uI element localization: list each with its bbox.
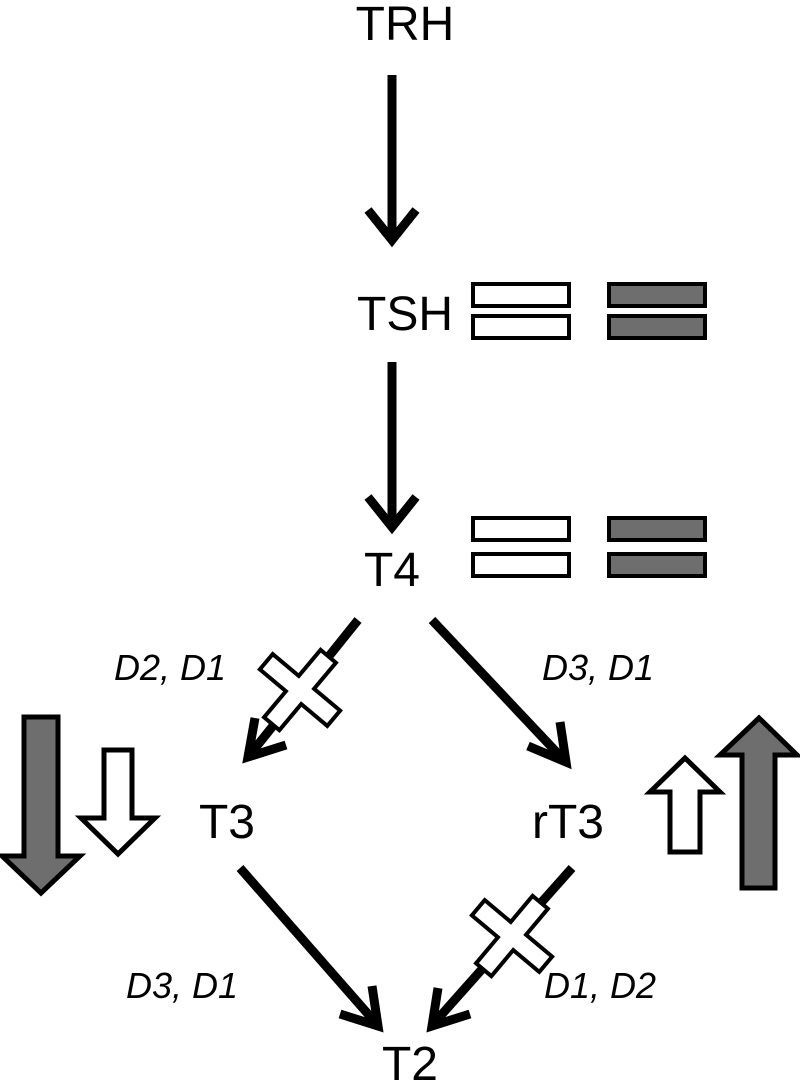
t3-open-down-arrow-icon	[74, 747, 162, 858]
node-trh: TRH	[356, 0, 455, 51]
node-tsh: TSH	[357, 288, 453, 341]
node-t2: T2	[382, 1038, 438, 1087]
arrow-t4-to-rt3	[428, 616, 572, 770]
node-t4: T4	[364, 544, 420, 597]
arrow-trh-to-tsh	[364, 75, 420, 248]
t3-filled-down-arrow-icon	[0, 714, 87, 897]
node-rt3: rT3	[532, 796, 604, 849]
node-t3: T3	[199, 796, 255, 849]
enzyme-label-rt3-t2: D1, D2	[544, 965, 656, 1006]
arrow-t3-to-t2	[236, 865, 384, 1033]
rt3-t2-block-cross-icon	[469, 893, 555, 979]
arrow-tsh-to-t4	[364, 362, 420, 535]
enzyme-label-t4-t3: D2, D1	[114, 647, 226, 688]
rt3-filled-up-arrow-icon	[713, 714, 800, 891]
tsh-open-equals-icon	[471, 282, 571, 340]
enzyme-label-t3-t2: D3, D1	[126, 965, 238, 1006]
t4-open-equals-icon	[471, 516, 571, 578]
tsh-filled-equals-icon	[607, 282, 707, 340]
t4-t3-block-cross-icon	[257, 647, 343, 733]
t4-filled-equals-icon	[607, 516, 707, 578]
enzyme-label-t4-rt3: D3, D1	[542, 647, 654, 688]
rt3-open-up-arrow-icon	[643, 754, 727, 855]
